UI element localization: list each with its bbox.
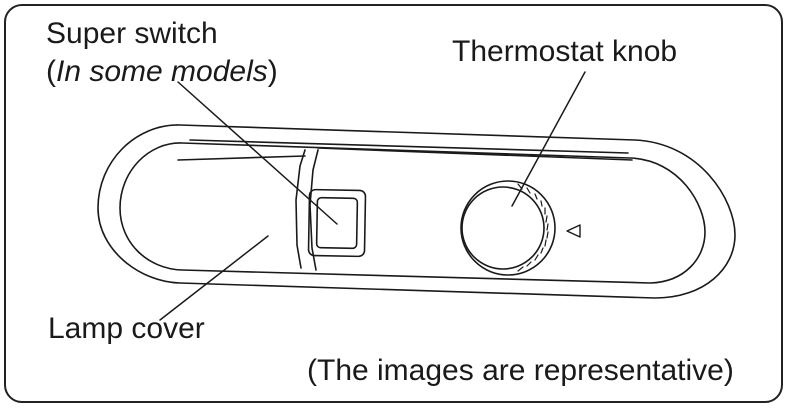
panel-top-edge	[189, 139, 629, 154]
label-super-switch: Super switch	[46, 17, 218, 50]
label-models-note: (In some models)	[46, 57, 278, 87]
label-lamp-cover: Lamp cover	[48, 312, 205, 345]
panel-groove-right	[317, 147, 633, 161]
super-switch-bezel	[307, 188, 367, 258]
super-switch-button	[315, 196, 359, 250]
thermostat-indicator-triangle	[566, 224, 581, 238]
leader-line-lamp-cover	[159, 235, 269, 321]
diagram-frame	[4, 4, 783, 403]
thermostat-knob-ring	[460, 180, 556, 276]
label-thermostat-knob: Thermostat knob	[452, 35, 678, 68]
leader-line-thermostat	[511, 71, 586, 207]
models-note-open: (	[46, 55, 56, 88]
thermostat-knob-ridges	[517, 183, 549, 272]
leader-line-super-switch	[177, 81, 338, 225]
thermostat-knob-face	[461, 186, 545, 270]
lamp-cover-divider	[295, 149, 306, 269]
models-note-close: )	[267, 55, 278, 88]
panel-housing-outline	[97, 124, 736, 299]
panel-inner-bezel	[119, 142, 706, 284]
models-note-text: In some models	[56, 55, 268, 88]
panel-groove-left	[177, 155, 306, 161]
label-disclaimer: (The images are representative)	[307, 354, 734, 387]
